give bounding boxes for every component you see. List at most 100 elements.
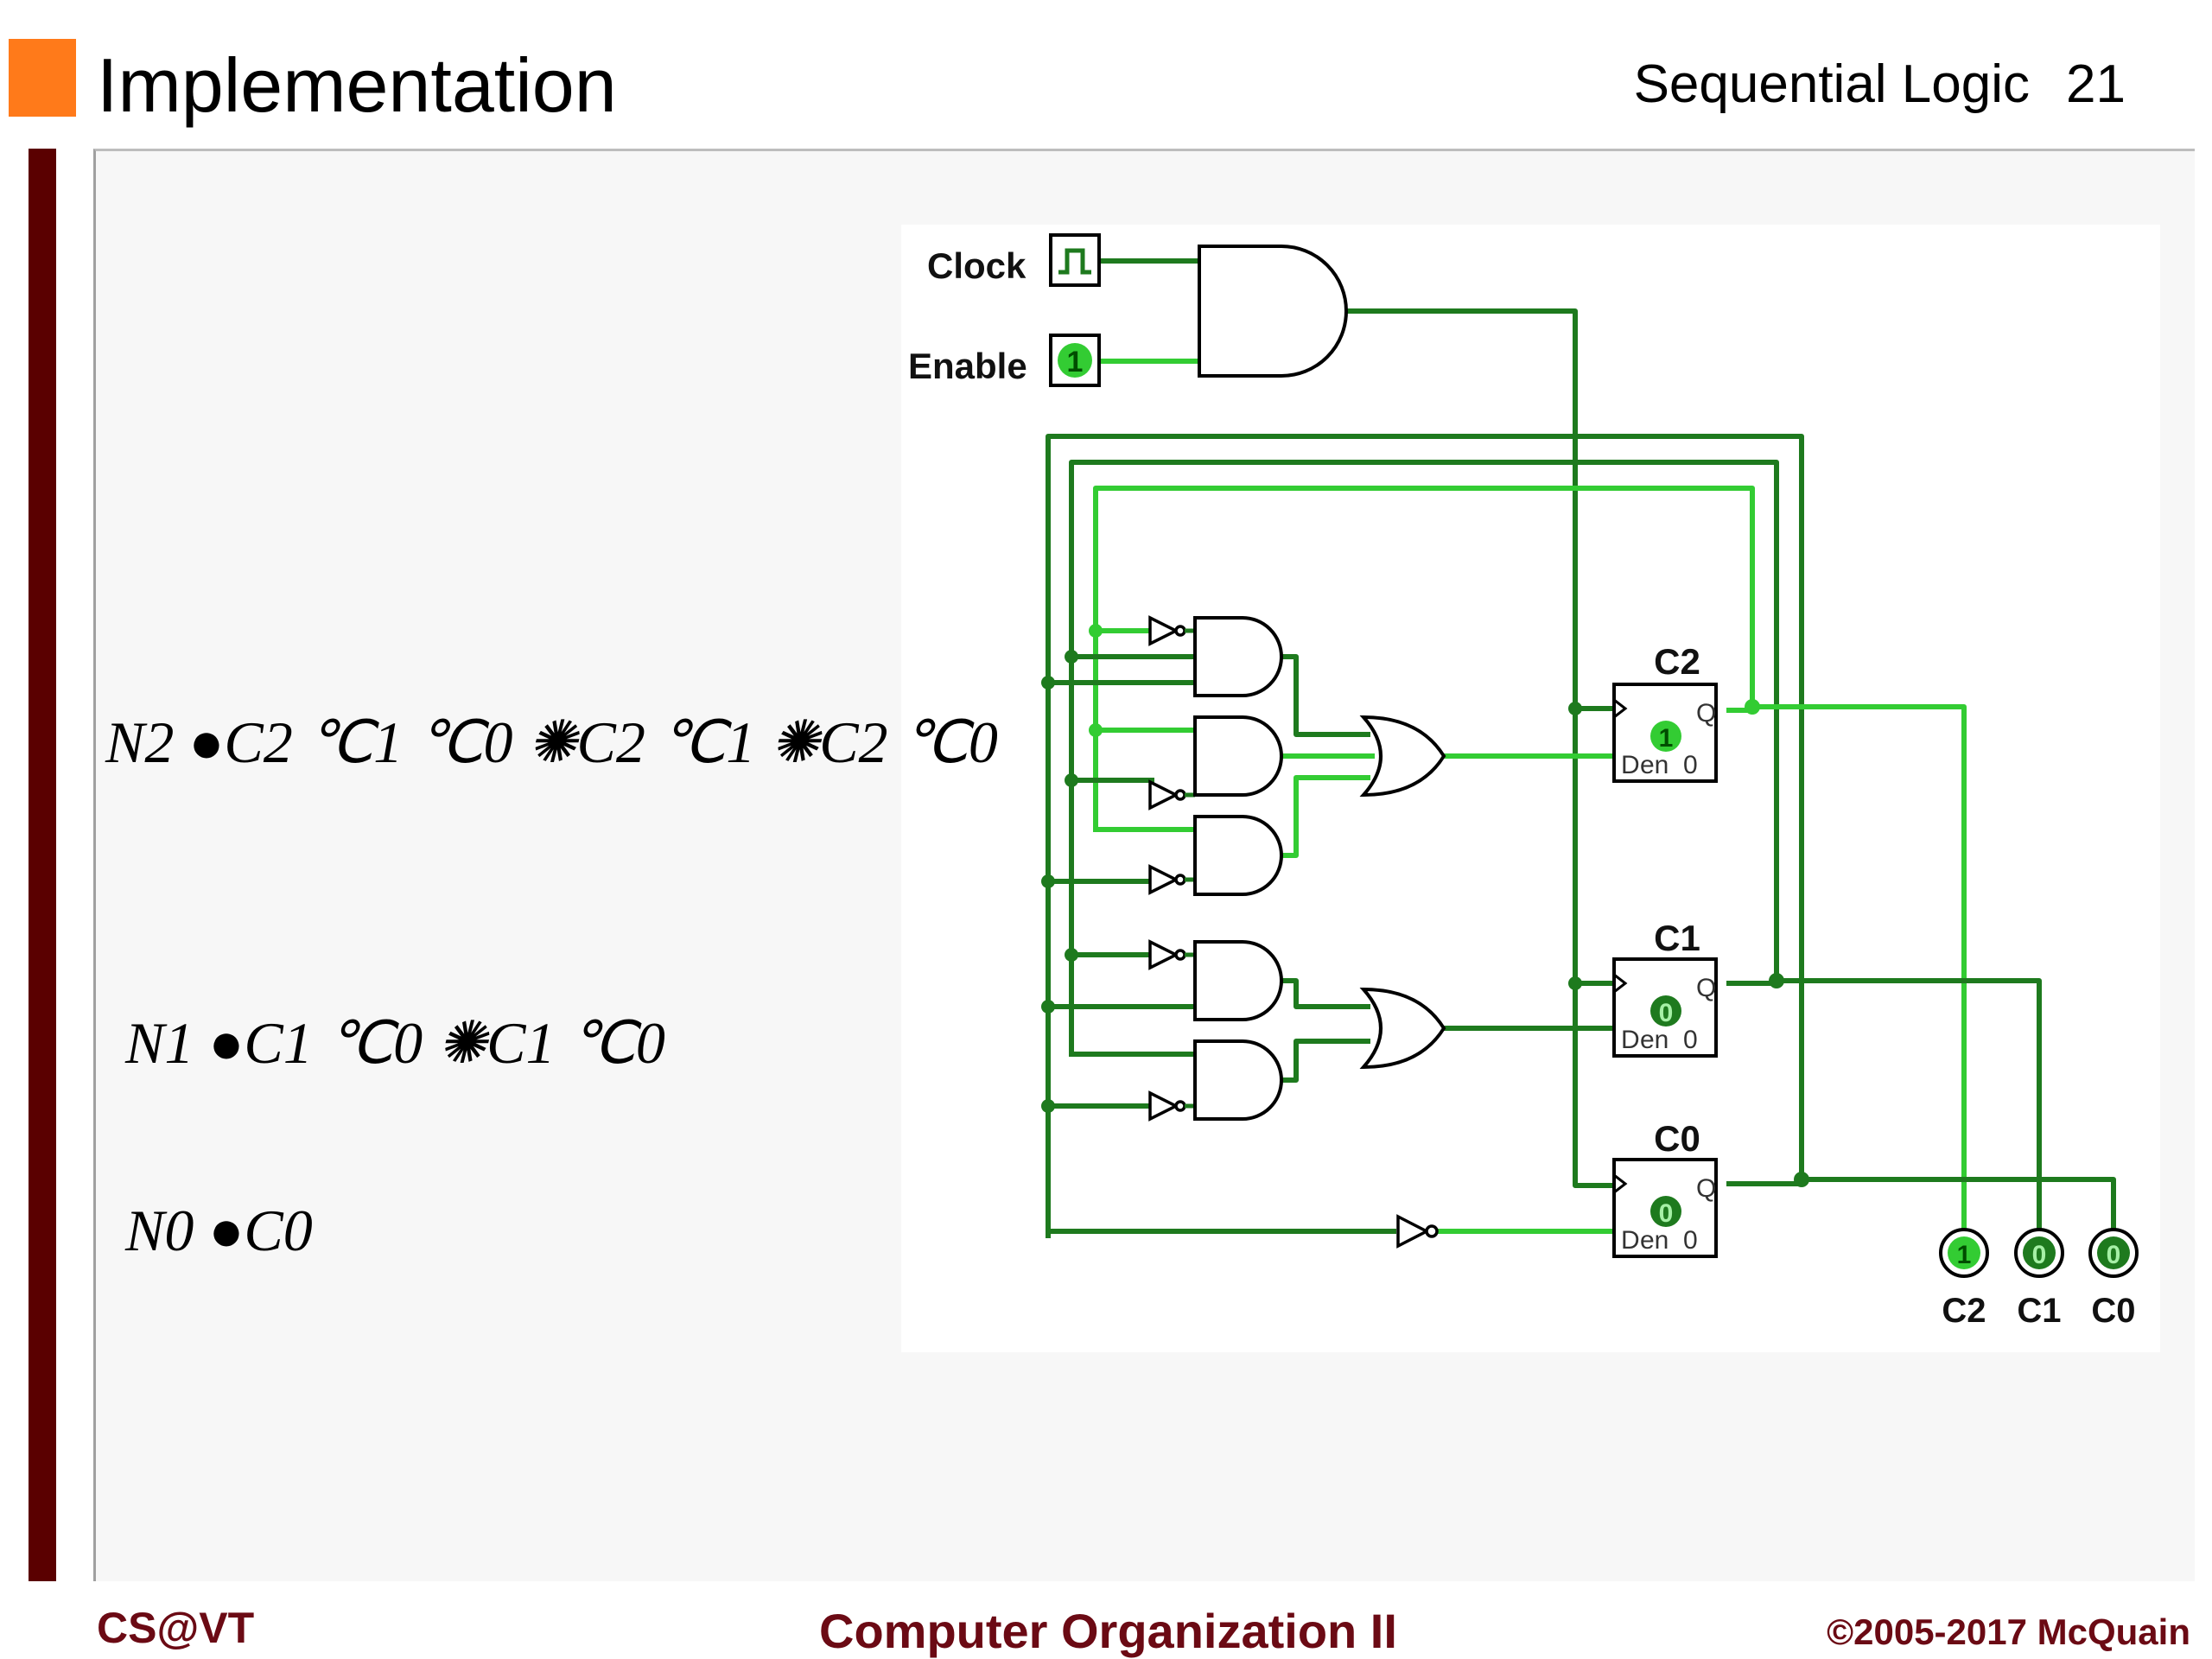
ff-c0-value: 0 <box>1659 1199 1674 1228</box>
not-gate <box>1148 939 1179 970</box>
enable-value: 1 <box>1067 346 1084 378</box>
or-gate-n2 <box>1359 715 1446 798</box>
junction <box>1041 1099 1055 1113</box>
clock-triangle-icon <box>1613 698 1628 719</box>
junction <box>1065 948 1078 962</box>
clock-input-box <box>1049 233 1101 287</box>
junction <box>1041 676 1055 690</box>
or-gates <box>1359 715 1446 1070</box>
and-gate-n2-term2 <box>1193 715 1283 797</box>
not-gate <box>1148 779 1179 810</box>
output-c2-value: 1 <box>1957 1241 1972 1269</box>
junction <box>1065 650 1078 664</box>
output-pin-c2-led <box>1948 1236 1980 1269</box>
flip-flop-c2: C2 1 Q D en 0 <box>1612 641 1718 783</box>
flip-flop-c1: C1 0 Q D en 0 <box>1612 918 1718 1058</box>
wire <box>1279 978 1370 1009</box>
not-gate <box>1148 1090 1179 1122</box>
ff-c0-d: D <box>1621 1226 1640 1255</box>
ff-c1-state <box>1650 995 1681 1027</box>
clock-waveform-icon <box>1058 248 1091 275</box>
ff-c0-en: en <box>1640 1226 1669 1255</box>
junction <box>1769 973 1784 988</box>
and-gate-n1-term2 <box>1193 1039 1283 1121</box>
not-gate-bubble <box>1174 789 1186 801</box>
junction <box>1794 1172 1809 1187</box>
junction <box>1089 624 1103 638</box>
page-number: 21 <box>2066 54 2126 114</box>
ff-c0-q: Q <box>1696 1174 1716 1203</box>
and-gates <box>1193 616 1283 1121</box>
junction <box>1745 699 1760 715</box>
or-gate-n1 <box>1359 987 1446 1070</box>
equation-n1: N1 ●C1 ℃0 ✺C1 ℃0 <box>125 1009 665 1077</box>
junction <box>1568 702 1582 715</box>
output-c0-value: 0 <box>2107 1241 2121 1269</box>
junction <box>1089 723 1103 737</box>
ff-c1-0: 0 <box>1683 1026 1698 1054</box>
equation-n1-text: N1 ●C1 ℃0 ✺C1 ℃0 <box>125 1010 665 1076</box>
output-c0-label: C0 <box>2091 1292 2135 1330</box>
section-name: Sequential Logic <box>1633 54 2031 114</box>
and-gate-n2-term3 <box>1193 815 1283 896</box>
output-c1-label: C1 <box>2017 1292 2061 1330</box>
equation-n2-text: N2 ●C2 ℃1 ℃0 ✺C2 ℃1 ✺C2 ℃0 <box>105 709 998 775</box>
footer-institution: CS@VT <box>97 1604 255 1652</box>
wire-junctions <box>1041 624 1809 1187</box>
clock-triangle-icon <box>1613 973 1628 994</box>
not-gate-bubble <box>1174 949 1186 961</box>
enable-state-indicator <box>1058 343 1092 378</box>
equation-n0-text: N0 ●C0 <box>125 1198 313 1263</box>
and-gate-n1-term1 <box>1193 940 1283 1021</box>
ff-c2-state <box>1650 721 1681 752</box>
counter-circuit-diagram: Clock Enable 1 <box>908 233 2139 1330</box>
enable-input[interactable]: 1 <box>1049 334 1101 387</box>
ff-c2-en: en <box>1640 751 1669 779</box>
c0-feedback-bus <box>1046 434 1804 1238</box>
ff-c1-d: D <box>1621 1026 1640 1054</box>
ff-c1-label: C1 <box>1654 918 1700 958</box>
title-accent-square <box>9 39 76 117</box>
clock-label: Clock <box>927 245 1027 286</box>
ff-c1-q: Q <box>1696 974 1716 1002</box>
ff-c0-state <box>1650 1196 1681 1227</box>
slide-header-info: Sequential Logic 21 <box>1634 54 2126 115</box>
junction <box>1041 1000 1055 1014</box>
enable-label: Enable <box>908 346 1027 386</box>
flip-flop-c0: C0 0 Q D en 0 <box>1612 1118 1718 1258</box>
c0-output-wire <box>1799 1177 2116 1247</box>
ff-c0-0: 0 <box>1683 1226 1698 1255</box>
c2-feedback-bus <box>1093 486 1755 832</box>
c1-output-wire <box>1774 978 2042 1247</box>
not-gate-bubble <box>1174 1100 1186 1112</box>
output-pin-c2: 1 C2 <box>1939 1228 1989 1330</box>
c2-output-wire <box>1750 704 1967 1247</box>
and-gate-n2-term1 <box>1193 616 1283 697</box>
ff-c1-value: 0 <box>1659 999 1674 1027</box>
ff-c2-0: 0 <box>1683 751 1698 779</box>
ff-c1-en: en <box>1640 1026 1669 1054</box>
not-gate <box>1148 615 1179 646</box>
footer-course: Computer Organization II <box>819 1604 1397 1658</box>
clock-triangle-icon <box>1613 1173 1628 1194</box>
junction <box>1568 976 1582 990</box>
clock-enable-wire <box>1319 308 1628 1188</box>
ff-c0-label: C0 <box>1654 1118 1700 1159</box>
clock-enable-and-gate <box>1198 245 1348 378</box>
wire <box>1279 1039 1370 1083</box>
footer-copyright: ©2005-2017 McQuain <box>1827 1611 2190 1652</box>
not-gate <box>1148 864 1179 895</box>
output-pin-c0-led <box>2097 1236 2130 1269</box>
output-c1-value: 0 <box>2032 1241 2047 1269</box>
not-gate-bubble <box>1425 1224 1439 1238</box>
not-gates <box>1148 615 1439 1249</box>
equation-n2: N2 ●C2 ℃1 ℃0 ✺C2 ℃1 ✺C2 ℃0 <box>105 709 998 777</box>
equation-n0: N0 ●C0 <box>125 1197 313 1265</box>
clock-input[interactable] <box>1049 233 1101 287</box>
wire <box>1279 654 1370 737</box>
junction <box>1041 874 1055 888</box>
left-accent-bar <box>29 149 56 1581</box>
ff-c2-value: 1 <box>1659 724 1674 753</box>
not-gate-bubble <box>1174 874 1186 886</box>
output-pin-c1-led <box>2023 1236 2056 1269</box>
